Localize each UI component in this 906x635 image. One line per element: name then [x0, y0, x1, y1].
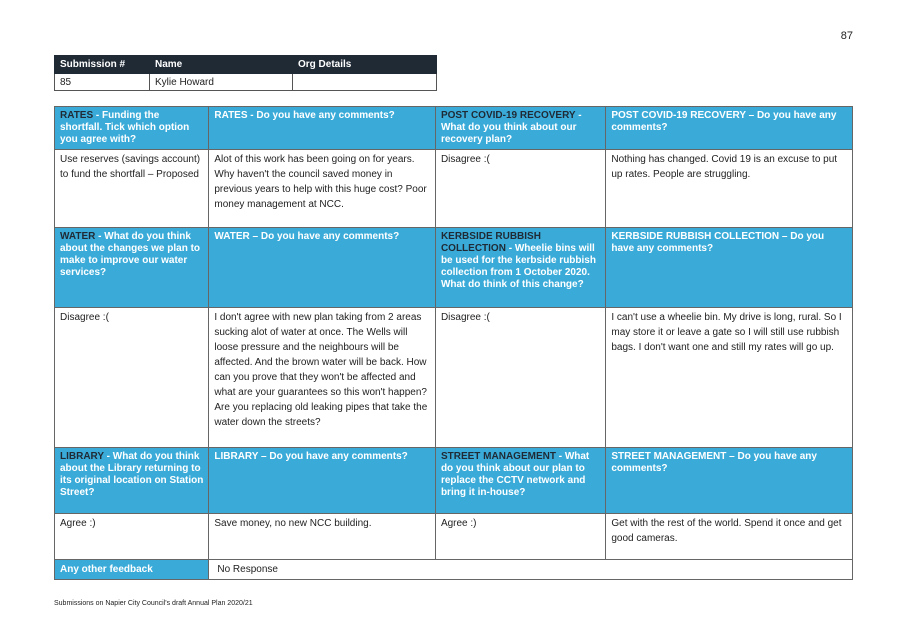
header-submission-number: Submission #	[54, 55, 150, 74]
header-library-location: LIBRARY - What do you think about the Li…	[53, 447, 210, 514]
library-comment-value: Save money, no new NCC building.	[208, 513, 436, 560]
header-water-comments: WATER – Do you have any comments?	[208, 227, 436, 308]
header-street-comments: STREET MANAGEMENT – Do you have any comm…	[605, 447, 853, 514]
rates-comment-value: Alot of this work has been going on for …	[208, 149, 436, 228]
header-rates-comments: RATES - Do you have any comments?	[208, 106, 436, 150]
header-kerbside-change: KERBSIDE RUBBISH COLLECTION - Wheelie bi…	[434, 227, 607, 308]
feedback-table: RATES - Funding the shortfall. Tick whic…	[53, 106, 853, 580]
submission-number: 85	[54, 73, 150, 91]
water-changes-value: Disagree :(	[53, 307, 210, 448]
header-org-details: Org Details	[292, 55, 437, 74]
kerbside-comment-value: I can't use a wheelie bin. My drive is l…	[605, 307, 853, 448]
header-name: Name	[149, 55, 293, 74]
rates-option-value: Use reserves (savings account) to fund t…	[53, 149, 210, 228]
kerbside-change-value: Disagree :(	[434, 307, 607, 448]
street-cctv-value: Agree :)	[434, 513, 607, 560]
header-water-changes: WATER - What do you think about the chan…	[53, 227, 210, 308]
submitter-name: Kylie Howard	[149, 73, 293, 91]
header-covid-plan: POST COVID-19 RECOVERY - What do you thi…	[434, 106, 607, 150]
street-comment-value: Get with the rest of the world. Spend it…	[605, 513, 853, 560]
header-covid-comments: POST COVID-19 RECOVERY – Do you have any…	[605, 106, 853, 150]
page-footer: Submissions on Napier City Council's dra…	[54, 600, 253, 607]
other-feedback-value: No Response	[208, 559, 853, 580]
other-feedback-label: Any other feedback	[53, 559, 210, 580]
page-number: 87	[840, 30, 853, 42]
header-kerbside-comments: KERBSIDE RUBBISH COLLECTION – Do you hav…	[605, 227, 853, 308]
header-street-cctv: STREET MANAGEMENT - What do you think ab…	[434, 447, 607, 514]
submission-table: Submission # Name Org Details 85 Kylie H…	[54, 55, 437, 91]
library-location-value: Agree :)	[53, 513, 210, 560]
header-rates-option: RATES - Funding the shortfall. Tick whic…	[53, 106, 210, 150]
covid-comment-value: Nothing has changed. Covid 19 is an excu…	[605, 149, 853, 228]
header-library-comments: LIBRARY – Do you have any comments?	[208, 447, 436, 514]
water-comment-value: I don't agree with new plan taking from …	[208, 307, 436, 448]
org-details	[292, 73, 437, 91]
covid-plan-value: Disagree :(	[434, 149, 607, 228]
